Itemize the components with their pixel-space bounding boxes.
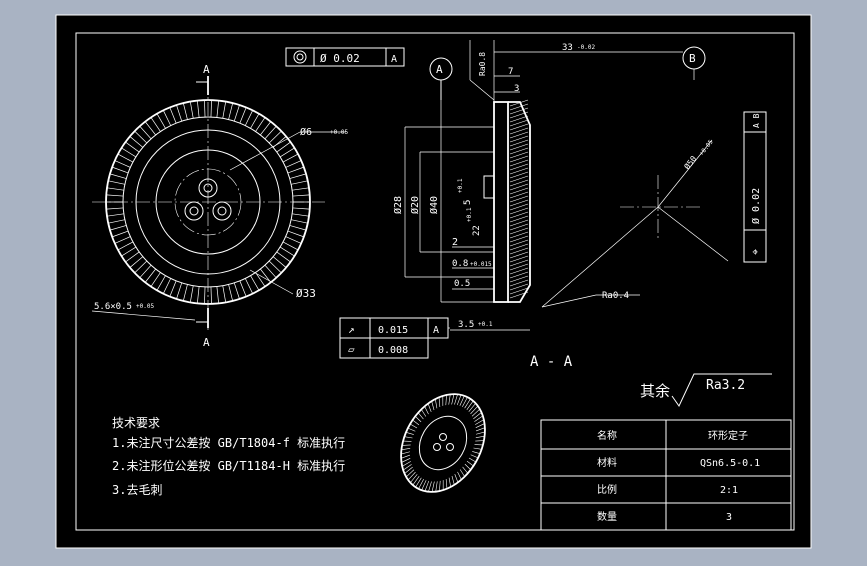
dia-20-dim: Ø20: [409, 196, 421, 214]
svg-text:A B: A B: [752, 113, 761, 128]
svg-text:5: 5: [463, 200, 473, 205]
material: QSn6.5-0.1: [700, 458, 760, 469]
len-33-dim: 33: [562, 43, 573, 53]
svg-text:+0.015: +0.015: [470, 261, 492, 268]
hole-dia-dim: Ø6: [300, 126, 312, 138]
roughness-value: Ra3.2: [706, 378, 745, 393]
scale: 2:1: [720, 485, 738, 496]
svg-text:其余: 其余: [640, 382, 670, 400]
svg-text:0.008: 0.008: [378, 345, 408, 356]
svg-text:Ø 0.02: Ø 0.02: [320, 52, 360, 65]
svg-text:-0.02: -0.02: [577, 44, 595, 51]
svg-text:▱: ▱: [348, 343, 355, 356]
section-mark-top: A: [203, 63, 210, 76]
svg-text:2.未注形位公差按 GB/T1184-H 标准执行: 2.未注形位公差按 GB/T1184-H 标准执行: [112, 458, 345, 473]
svg-text:名称: 名称: [597, 429, 617, 442]
svg-text:⌖: ⌖: [749, 249, 762, 255]
svg-text:+0.1: +0.1: [478, 321, 493, 328]
part-name: 环形定子: [708, 429, 748, 442]
svg-text:0.8: 0.8: [452, 259, 468, 269]
svg-text:3.去毛刺: 3.去毛刺: [112, 483, 162, 497]
ra-top: Ra0.8: [478, 52, 487, 76]
svg-text:+0.1: +0.1: [457, 178, 464, 193]
svg-text:A: A: [436, 63, 443, 76]
svg-text:3: 3: [514, 84, 519, 94]
svg-text:7: 7: [508, 67, 513, 77]
svg-text:A: A: [391, 54, 397, 65]
section-mark-bottom: A: [203, 336, 210, 349]
svg-text:2: 2: [452, 237, 458, 248]
quantity: 3: [726, 512, 732, 523]
svg-text:3.5: 3.5: [458, 320, 474, 330]
svg-text:0.015: 0.015: [378, 325, 408, 336]
outer-dia-dim: Ø33: [296, 287, 316, 300]
dia-40-dim: Ø40: [428, 196, 440, 214]
svg-text:+0.05: +0.05: [330, 129, 348, 136]
svg-text:0.5: 0.5: [454, 279, 470, 289]
svg-text:+0.1: +0.1: [466, 207, 473, 222]
svg-text:Ø 0.02: Ø 0.02: [750, 188, 762, 224]
svg-text:B: B: [689, 52, 696, 65]
svg-text:A: A: [433, 325, 439, 336]
svg-text:材料: 材料: [597, 456, 617, 469]
svg-text:↗: ↗: [348, 323, 355, 336]
notes-heading: 技术要求: [112, 416, 160, 430]
section-title: A - A: [530, 354, 573, 370]
svg-text:数量: 数量: [597, 510, 617, 523]
tooth-dim: 5.6×0.5: [94, 302, 132, 312]
svg-text:+0.05: +0.05: [136, 303, 154, 310]
svg-text:22: 22: [472, 225, 482, 236]
dia-28-dim: Ø28: [392, 196, 404, 214]
svg-text:比例: 比例: [597, 483, 617, 496]
svg-text:1.未注尺寸公差按 GB/T1804-f 标准执行: 1.未注尺寸公差按 GB/T1804-f 标准执行: [112, 435, 345, 450]
ra-bottom: Ra0.4: [602, 291, 629, 301]
